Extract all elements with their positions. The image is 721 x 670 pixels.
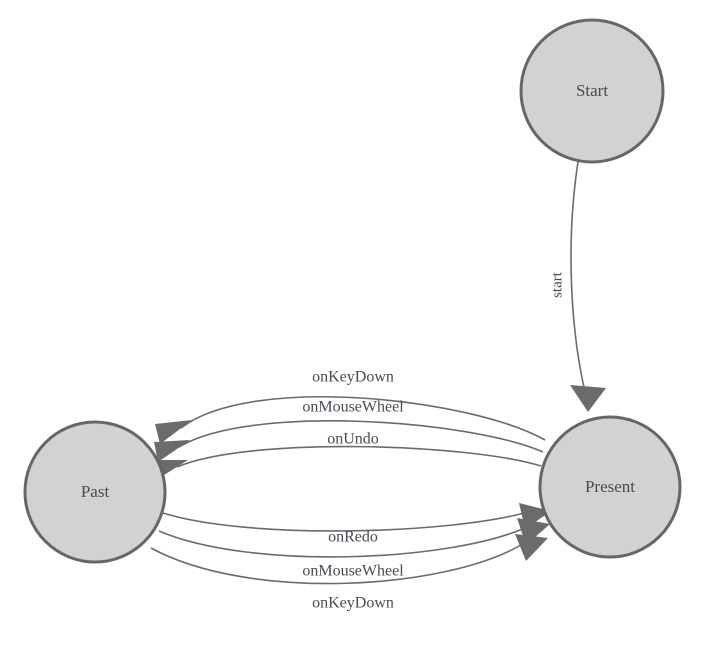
node-past-circle	[23, 420, 167, 564]
arrowhead-into-present-top	[570, 385, 606, 412]
node-start[interactable]: Start	[519, 18, 665, 164]
edge-wheel-down-path	[158, 526, 528, 558]
node-start-label: Start	[576, 81, 608, 100]
edge-label-start: start	[549, 271, 565, 298]
edge-undo-path	[176, 445, 542, 468]
node-past[interactable]: Past	[23, 420, 167, 564]
edge-wheel-up-path	[178, 420, 544, 453]
edge-label-keydown-down: onKeyDown	[312, 595, 394, 612]
edge-label-redo: onRedo	[328, 529, 378, 546]
node-start-circle	[519, 18, 665, 164]
arrowhead-into-past-mousewheel	[154, 440, 190, 462]
edge-keydown-up-path	[180, 396, 546, 441]
edge-start-path	[570, 161, 587, 397]
node-past-label: Past	[81, 482, 110, 501]
edge-keydown-down-path	[150, 541, 527, 585]
arrowhead-into-past-keydown	[155, 420, 192, 444]
node-present-label: Present	[585, 477, 635, 496]
edge-present-to-past-mousewheel[interactable]: onMouseWheel	[154, 399, 544, 462]
edge-label-wheel-up: onMouseWheel	[302, 399, 404, 416]
edge-past-to-present-keydown[interactable]: onKeyDown	[150, 534, 548, 612]
edge-label-undo: onUndo	[327, 431, 379, 448]
edge-present-to-past-keydown[interactable]: onKeyDown	[155, 369, 546, 444]
edge-label-keydown-up: onKeyDown	[312, 369, 394, 386]
node-present[interactable]: Present	[538, 415, 682, 559]
edge-redo-path	[162, 511, 529, 532]
edge-label-wheel-down: onMouseWheel	[302, 563, 404, 580]
edge-start-to-present[interactable]: start	[549, 161, 606, 412]
arrowhead-into-present-keydown	[515, 534, 548, 561]
edge-present-to-past-undo[interactable]: onUndo	[153, 431, 542, 480]
node-present-circle	[538, 415, 682, 559]
edge-past-to-present-mousewheel[interactable]: onMouseWheel	[158, 518, 550, 580]
